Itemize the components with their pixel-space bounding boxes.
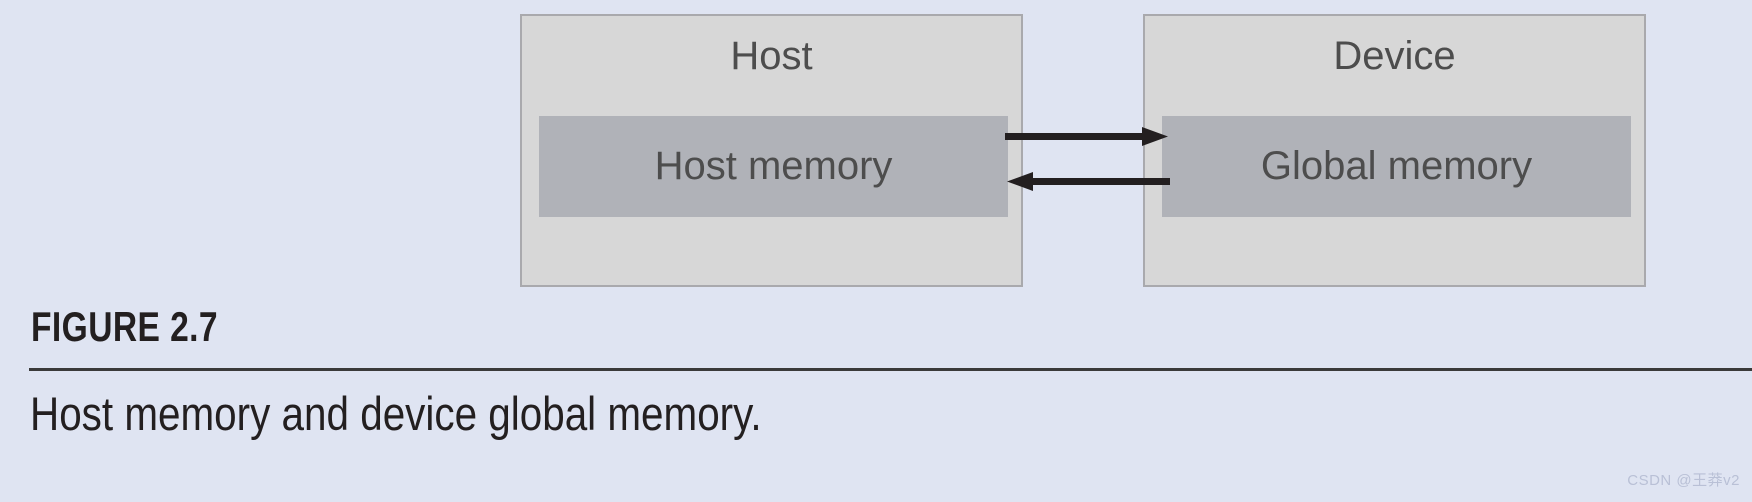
host-block-title: Host [730, 34, 813, 78]
device-memory-label: Global memory [1260, 144, 1533, 188]
figure-caption-text: Host memory and device global memory. [30, 387, 762, 440]
device-block: Device Global memory [1143, 14, 1646, 287]
host-memory-bar: Host memory [539, 116, 1008, 217]
transfer-arrows [1005, 108, 1170, 198]
device-block-title: Device [1333, 34, 1456, 78]
caption-block: FIGURE 2.7 Host memory and device global… [0, 290, 1752, 502]
device-memory-bar: Global memory [1162, 116, 1631, 217]
device-to-host-arrow-icon [1007, 172, 1170, 191]
host-to-device-arrow-icon [1005, 127, 1168, 146]
diagram-area: Host Host memory Device Global memory [520, 14, 1646, 287]
host-memory-label: Host memory [654, 144, 893, 188]
figure-number-label: FIGURE 2.7 [31, 303, 218, 350]
watermark-label: CSDN @王莽v2 [1627, 472, 1740, 489]
caption-divider [29, 368, 1752, 371]
host-block: Host Host memory [520, 14, 1023, 287]
